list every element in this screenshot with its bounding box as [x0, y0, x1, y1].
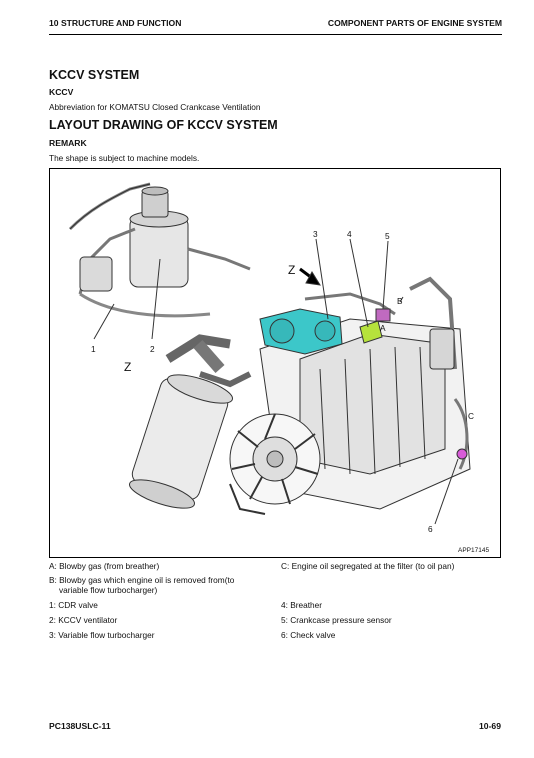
label-z-inset: Z: [124, 360, 131, 374]
legend-item-4: 4: Breather: [281, 600, 323, 610]
label-5: 5: [385, 231, 390, 241]
check-valve-highlight: [456, 448, 468, 460]
layout-title: LAYOUT DRAWING OF KCCV SYSTEM: [49, 118, 278, 132]
muffler-drawing: [129, 334, 252, 509]
label-6: 6: [428, 524, 433, 534]
breather-highlight: [375, 308, 391, 322]
label-2: 2: [150, 344, 155, 354]
legend-b-line2: variable flow turbocharger): [59, 585, 158, 595]
page-header: 10 STRUCTURE AND FUNCTION COMPONENT PART…: [49, 18, 502, 35]
legend-item-2: 2: KCCV ventilator: [49, 615, 118, 625]
section-description: Abbreviation for KOMATSU Closed Crankcas…: [49, 102, 261, 112]
engine-block-drawing: [229, 276, 471, 515]
engine-illustration: 1 2 3 4 5 6 B A C Z Z APP17145: [68, 182, 489, 554]
figure-code: APP17145: [458, 547, 489, 554]
footer-page-number: 10-69: [479, 721, 501, 731]
label-a: A: [380, 323, 386, 333]
remark-text: The shape is subject to machine models.: [49, 153, 200, 163]
section-subtitle: KCCV: [49, 87, 74, 97]
label-1: 1: [91, 344, 96, 354]
label-z-arrow: Z: [288, 263, 295, 277]
label-4: 4: [347, 229, 352, 239]
label-c: C: [468, 411, 474, 421]
legend-b-line1: B: Blowby gas which engine oil is remove…: [49, 575, 235, 585]
footer-model: PC138USLC-11: [49, 721, 111, 731]
header-chapter: 10 STRUCTURE AND FUNCTION: [49, 18, 182, 28]
kccv-layout-figure: 1 2 3 4 5 6 B A C Z Z APP17145: [49, 168, 501, 558]
sensor-drawing: [359, 308, 468, 460]
legend-a: A: Blowby gas (from breather): [49, 561, 160, 571]
inset-ventilator-drawing: [68, 182, 251, 340]
legend-item-1: 1: CDR valve: [49, 600, 98, 610]
legend-item-3: 3: Variable flow turbocharger: [49, 630, 155, 640]
remark-heading: REMARK: [49, 138, 87, 148]
view-arrow-z-icon: [305, 271, 321, 286]
label-b: B: [397, 296, 403, 306]
section-title: KCCV SYSTEM: [49, 68, 140, 82]
crankcase-pressure-sensor-highlight: [359, 320, 383, 344]
legend-item-5: 5: Crankcase pressure sensor: [281, 615, 392, 625]
legend-c: C: Engine oil segregated at the filter (…: [281, 561, 455, 571]
label-3: 3: [313, 229, 318, 239]
legend-item-6: 6: Check valve: [281, 630, 336, 640]
header-section: COMPONENT PARTS OF ENGINE SYSTEM: [327, 18, 502, 28]
